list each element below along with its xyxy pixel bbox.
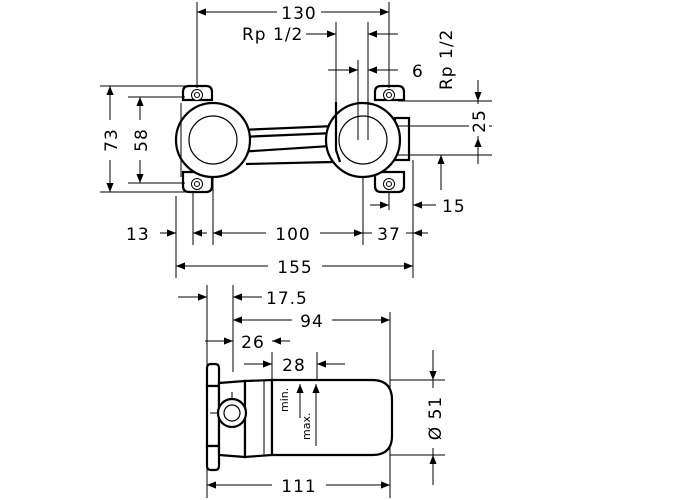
thread-label-top: Rp 1/2 (242, 25, 303, 45)
dim-15: 15 (442, 197, 466, 217)
label-max: max. (300, 413, 313, 440)
min-max-scale: min. max. (278, 384, 320, 446)
dim-17-5: 17.5 (266, 289, 308, 309)
right-inlet (324, 84, 411, 194)
dim-94: 94 (300, 312, 324, 332)
label-min: min. (278, 388, 291, 412)
dim-100: 100 (275, 225, 310, 245)
dim-155: 155 (277, 258, 312, 278)
thread-label-side: Rp 1/2 (437, 29, 457, 90)
dim-73: 73 (102, 128, 122, 152)
side-view: min. max. 17.5 94 26 28 Ø 51 111 (178, 285, 446, 498)
valve-cap (210, 392, 248, 429)
mounting-plate (205, 362, 221, 472)
left-inlet (174, 84, 252, 194)
dim-13: 13 (126, 225, 150, 245)
dim-58: 58 (132, 128, 152, 152)
dim-130: 130 (281, 4, 316, 24)
top-view: 130 Rp 1/2 6 Rp 1/2 73 58 25 15 13 (100, 2, 492, 278)
dim-37: 37 (377, 225, 401, 245)
dim-6: 6 (412, 62, 424, 82)
dim-26: 26 (241, 333, 265, 353)
connecting-bar (237, 124, 336, 166)
dim-111: 111 (281, 477, 316, 497)
dim-25: 25 (470, 109, 490, 133)
top-extension-lines (100, 2, 492, 278)
dim-diameter-51: Ø 51 (426, 396, 446, 440)
dim-28: 28 (282, 356, 306, 376)
